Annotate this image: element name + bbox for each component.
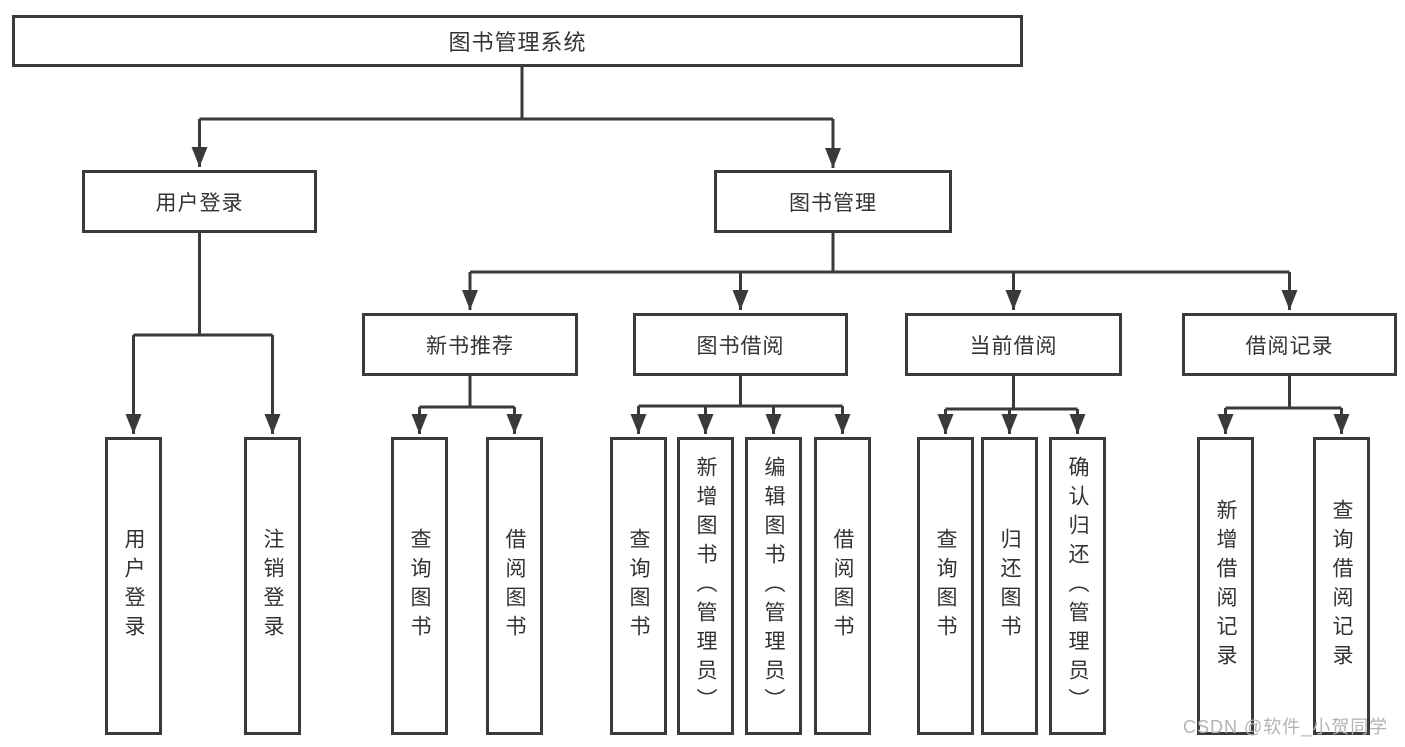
leaf-add-books-admin: 新增图书（管理员） — [677, 437, 734, 735]
connector-root-to-level2 — [191, 66, 841, 168]
connector-book-borrow-to-children — [630, 375, 851, 434]
node-label: 图书管理 — [789, 191, 877, 215]
node-label: 用户登录 — [155, 191, 244, 215]
leaf-confirm-return-admin: 确认归还（管理员） — [1049, 437, 1106, 735]
connector-current-borrow-to-children — [937, 375, 1086, 434]
node-current-borrow: 当前借阅 — [905, 313, 1122, 376]
connector-book-management-to-level3 — [462, 232, 1298, 310]
leaf-return-books: 归还图书 — [981, 437, 1038, 735]
leaf-logout: 注销登录 — [244, 437, 301, 735]
node-user-login: 用户登录 — [82, 170, 317, 233]
leaf-user-login: 用户登录 — [105, 437, 162, 735]
node-book-management: 图书管理 — [714, 170, 952, 233]
leaf-query-books-current: 查询图书 — [917, 437, 974, 735]
leaf-add-borrow-record: 新增借阅记录 — [1197, 437, 1254, 735]
node-new-book-recommend: 新书推荐 — [362, 313, 578, 376]
node-system-root: 图书管理系统 — [12, 15, 1023, 67]
node-borrow-records: 借阅记录 — [1182, 313, 1397, 376]
leaf-query-books-recommend: 查询图书 — [391, 437, 448, 735]
node-label: 图书借阅 — [696, 334, 785, 358]
csdn-watermark: CSDN @软件_小贺同学 — [1183, 717, 1389, 737]
leaf-borrow-books: 借阅图书 — [814, 437, 871, 735]
node-book-borrow: 图书借阅 — [633, 313, 848, 376]
leaf-query-books-borrow: 查询图书 — [610, 437, 667, 735]
leaf-borrow-books-recommend: 借阅图书 — [486, 437, 543, 735]
node-label: 借阅记录 — [1245, 334, 1334, 358]
connector-user-login-to-children — [125, 232, 281, 434]
leaf-query-borrow-record: 查询借阅记录 — [1313, 437, 1370, 735]
node-label: 当前借阅 — [969, 334, 1058, 358]
connector-borrow-records-to-children — [1217, 375, 1350, 434]
node-label: 新书推荐 — [426, 334, 514, 358]
connector-new-book-recommend-to-children — [411, 375, 523, 434]
node-label: 图书管理系统 — [448, 30, 587, 55]
leaf-edit-books-admin: 编辑图书（管理员） — [745, 437, 802, 735]
